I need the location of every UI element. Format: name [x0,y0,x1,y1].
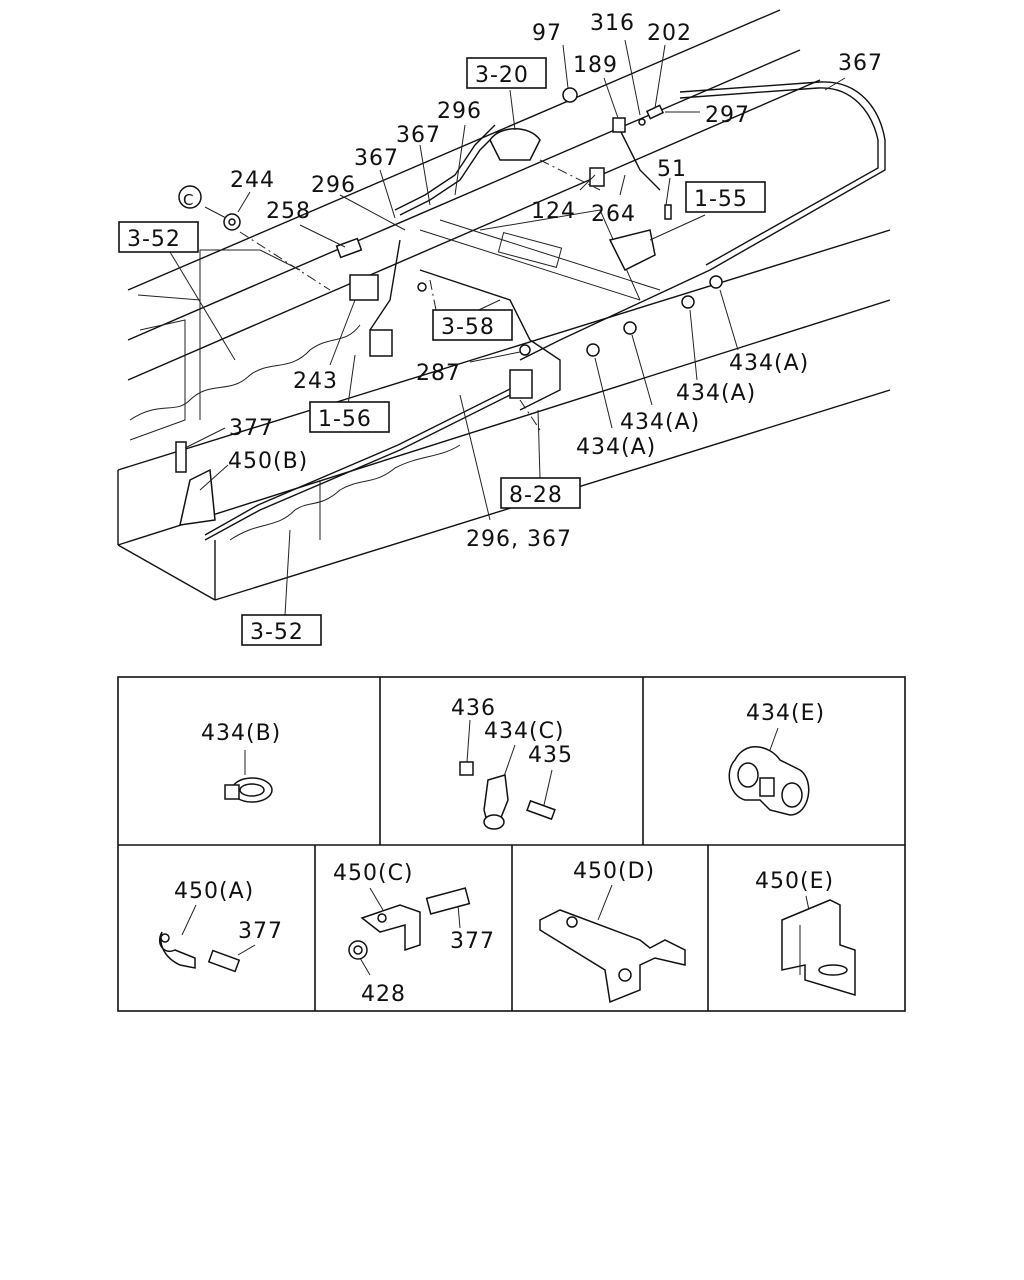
chassis-frame [117,9,891,601]
callout-367: 367 [354,146,399,171]
callout-243: 243 [293,369,338,394]
panel-label: 450(C) [333,861,414,886]
callout-circle-c-label: C [183,191,194,209]
panel-label: 434(E) [746,701,825,726]
callout-51: 51 [657,157,687,182]
ref-3-52: 3-52 [250,620,304,645]
detail-panel-434e: 434(E) [728,701,825,816]
callout-244: 244 [230,168,275,193]
callout-264: 264 [591,202,636,227]
callout-202: 202 [647,21,692,46]
detail-panel-450e: 450(E) [755,869,856,997]
callout-434a: 434(A) [676,381,756,406]
callout-367: 367 [396,123,441,148]
callout-124: 124 [531,199,576,224]
ref-3-58: 3-58 [441,315,495,340]
callout-287: 287 [416,361,461,386]
panel-label: 377 [450,929,495,954]
detail-panel-434b: 434(B) [201,721,281,803]
detail-panel-450a: 450(A) 377 [158,879,283,973]
panel-label: 428 [361,982,406,1007]
detail-panel-450d: 450(D) [539,859,686,1004]
panel-label: 450(A) [174,879,254,904]
callout-450b: 450(B) [228,449,308,474]
panel-label: 434(C) [484,719,565,744]
callout-434a: 434(A) [576,435,656,460]
panel-label: 377 [238,919,283,944]
callout-297: 297 [705,103,750,128]
callout-434a: 434(A) [729,351,809,376]
callout-circle-c [178,185,202,209]
detail-grid [117,676,906,1012]
components [175,87,723,526]
section-references: 3-20 3-52 1-55 3-58 1-56 8-28 3-52 [118,57,766,646]
detail-panel-450c: 450(C) 377 428 [333,861,495,1007]
callout-377: 377 [229,416,274,441]
callout-296: 296 [311,173,356,198]
panel-label: 450(E) [755,869,834,894]
ref-8-28: 8-28 [509,483,563,508]
callout-367: 367 [838,51,883,76]
panel-label: 435 [528,743,573,768]
callout-296-367: 296, 367 [466,527,572,552]
callout-97: 97 [532,21,562,46]
callout-434a: 434(A) [620,410,700,435]
callout-189: 189 [573,53,618,78]
callout-316: 316 [590,11,635,36]
panel-label: 434(B) [201,721,281,746]
callout-296: 296 [437,99,482,124]
callout-258: 258 [266,199,311,224]
brake-pipes [204,81,886,541]
callout-labels: 97 316 202 367 189 297 296 367 367 51 24… [178,11,883,552]
ref-3-20: 3-20 [475,63,529,88]
ref-1-56: 1-56 [318,407,372,432]
ref-1-55: 1-55 [694,187,748,212]
panel-label: 436 [451,696,496,721]
panel-label: 450(D) [573,859,655,884]
ref-3-52: 3-52 [127,227,181,252]
leader-lines [169,39,846,616]
detail-panel-434c: 436 434(C) 435 [451,696,573,830]
